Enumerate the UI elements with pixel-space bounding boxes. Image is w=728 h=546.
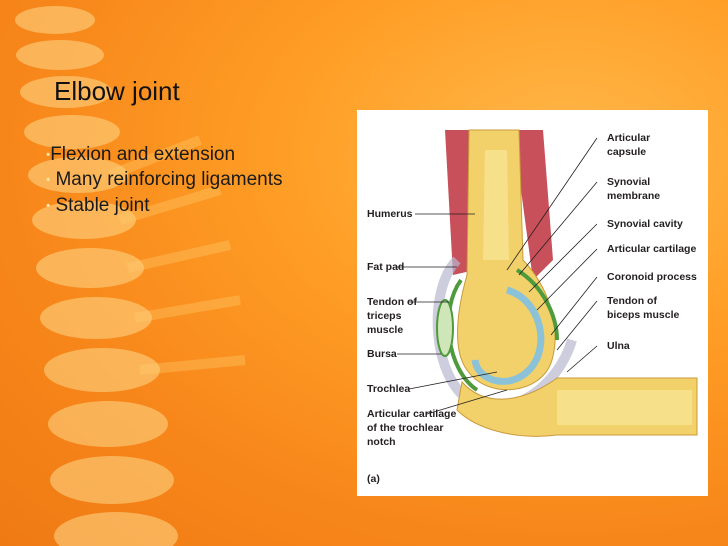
label-humerus: Humerus <box>367 208 413 220</box>
ulna-marrow-shape <box>557 390 692 425</box>
slide-title: Elbow joint <box>54 76 180 107</box>
label-synovial-membrane: Synovial <box>607 176 650 188</box>
elbow-diagram: Humerus Fat pad Tendon of triceps muscle… <box>357 110 708 496</box>
label-synovial-cavity: Synovial cavity <box>607 218 683 230</box>
label-coronoid-process: Coronoid process <box>607 271 697 283</box>
label-triceps-tendon: Tendon of <box>367 296 417 308</box>
elbow-anatomy-figure: Humerus Fat pad Tendon of triceps muscle… <box>357 110 708 496</box>
bullet-item: • Stable joint <box>46 193 306 218</box>
label-biceps-tendon: biceps muscle <box>607 309 680 321</box>
label-bursa: Bursa <box>367 348 397 360</box>
bullet-text: Many reinforcing ligaments <box>50 169 282 190</box>
bullet-item: • Many reinforcing ligaments <box>46 167 306 192</box>
panel-letter: (a) <box>367 473 380 485</box>
label-biceps-tendon: Tendon of <box>607 295 657 307</box>
label-trochlear-cartilage: Articular cartilage <box>367 408 456 420</box>
bullet-list: •Flexion and extension • Many reinforcin… <box>46 142 306 218</box>
bullet-text: Flexion and extension <box>50 144 235 165</box>
label-synovial-membrane: membrane <box>607 190 660 202</box>
bullet-item: •Flexion and extension <box>46 142 306 167</box>
label-trochlear-cartilage: notch <box>367 436 396 448</box>
label-articular-capsule: capsule <box>607 146 646 158</box>
label-ulna: Ulna <box>607 340 630 352</box>
label-triceps-tendon: triceps <box>367 310 402 322</box>
label-fat-pad: Fat pad <box>367 261 404 273</box>
label-triceps-tendon: muscle <box>367 324 403 336</box>
bullet-text: Stable joint <box>50 195 149 216</box>
label-articular-capsule: Articular <box>607 132 650 144</box>
label-articular-cartilage: Articular cartilage <box>607 243 696 255</box>
marrow-shape <box>483 150 509 260</box>
bursa-shape <box>437 300 453 356</box>
label-trochlear-cartilage: of the trochlear <box>367 422 443 434</box>
label-trochlea: Trochlea <box>367 383 410 395</box>
